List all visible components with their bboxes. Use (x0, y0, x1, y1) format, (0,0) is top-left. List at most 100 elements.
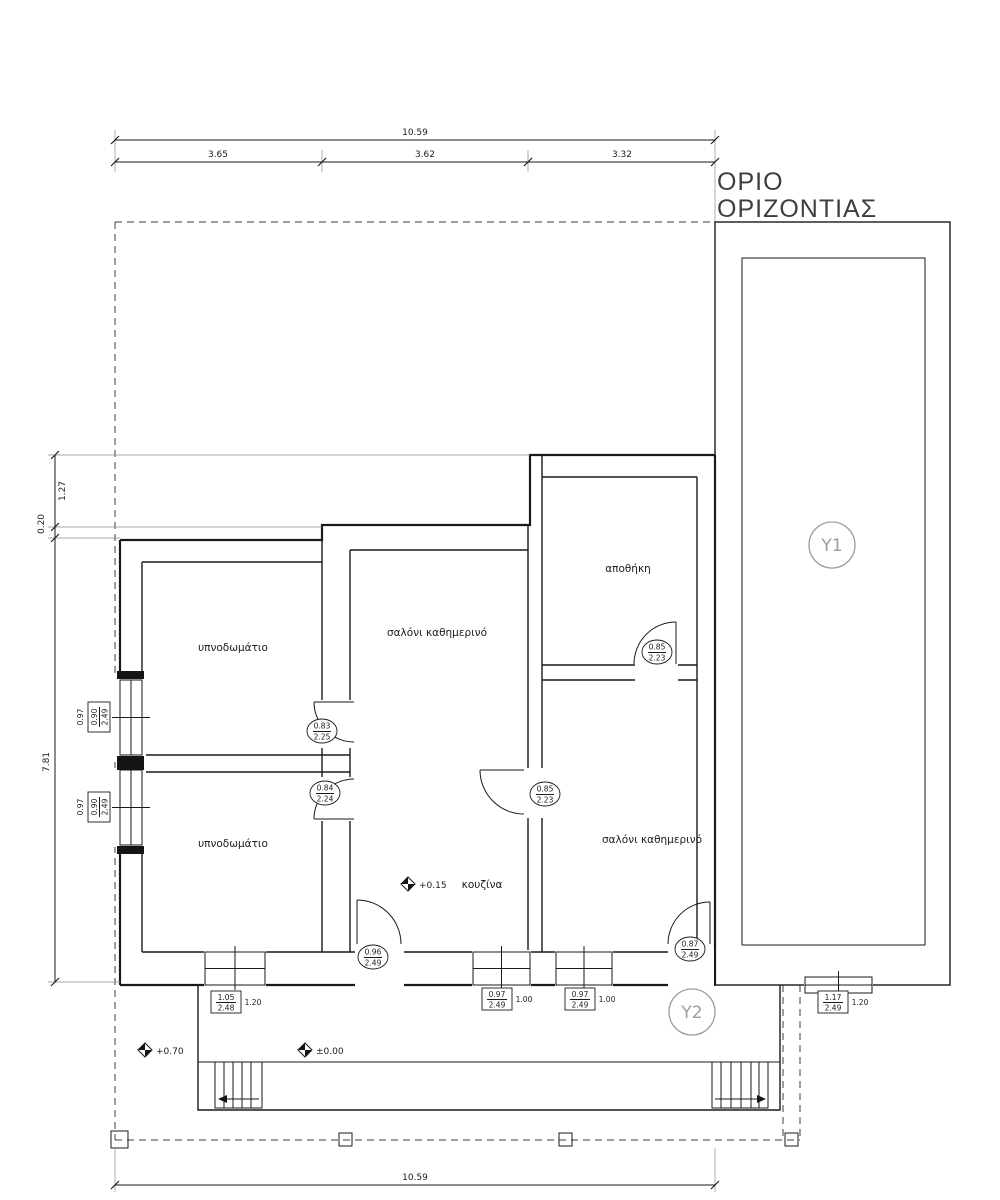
y1-inner-outline (741, 257, 926, 946)
room-label-bedroom1: υπνοδωμάτιο (198, 642, 268, 654)
window-1 (204, 946, 266, 990)
window-tag-height: 2.49 (101, 708, 110, 725)
window-tag-sill: 1.20 (852, 998, 869, 1007)
window-tag-width: 1.05 (218, 993, 235, 1002)
exterior-walls (118, 453, 717, 987)
door-tag-width: 0.85 (537, 785, 554, 794)
window-tags: 1.05 2.48 1.20 0.97 2.49 1.00 0.97 2.49 … (76, 701, 869, 1014)
dim-left-seg3: 7.81 (42, 752, 52, 772)
window-tag-height: 2.49 (825, 1004, 842, 1013)
dim-top-seg1: 3.65 (208, 150, 228, 160)
wall-openings (114, 659, 873, 992)
window-symbols (112, 671, 873, 999)
door-tag-4: 0.85 2.23 (529, 781, 561, 807)
door-tag-height: 2.49 (365, 959, 382, 968)
door-6 (667, 901, 711, 945)
room-label-living1: σαλόνι καθημερινό (387, 627, 487, 639)
y1-block: Y1 (714, 221, 951, 986)
level-marker-icon (400, 876, 416, 892)
window-tag-sill: 0.97 (76, 708, 85, 725)
door-tag-width: 0.85 (649, 643, 666, 652)
window-tag-2: 0.97 2.49 1.00 (481, 987, 533, 1011)
dim-left-seg1: 1.27 (58, 481, 68, 501)
window-tag-sill: 0.97 (76, 798, 85, 815)
window-tag-4: 1.17 2.49 1.20 (817, 990, 869, 1014)
window-tag-width: 0.97 (489, 990, 506, 999)
window-jamb (117, 756, 144, 764)
y1-outer-outline (714, 221, 951, 986)
door-4 (479, 769, 525, 815)
boundary-column-marker (558, 1132, 573, 1147)
side-window-tag-2: 0.90 2.49 0.97 (76, 791, 111, 823)
dim-tick (110, 135, 120, 145)
grid-bubble-y2 (668, 988, 716, 1036)
door-tag-2: 0.84 2.24 (309, 780, 341, 806)
dim-tick (710, 157, 720, 167)
level-value-entry: ±0.00 (316, 1047, 344, 1057)
grid-label-y1: Y1 (820, 536, 842, 556)
window-tag-height: 2.48 (218, 1004, 235, 1013)
door-tag-width: 0.87 (682, 940, 699, 949)
door-tag-3: 0.85 2.23 (641, 639, 673, 665)
room-label-storage: αποθήκη (605, 563, 651, 575)
grid-bubble-y1 (808, 521, 856, 569)
grid-label-y2: Y2 (680, 1003, 702, 1023)
door-tag-height: 2.49 (682, 951, 699, 960)
dim-tick (50, 977, 60, 987)
dim-tick (523, 157, 533, 167)
dim-tick (110, 157, 120, 167)
door-tag-5: 0.96 2.49 (357, 944, 389, 970)
door-tags: 0.83 2.25 0.84 2.24 0.85 2.23 0.85 2.23 … (306, 639, 706, 970)
door-tag-width: 0.83 (314, 722, 331, 731)
porch-outline (197, 985, 781, 1111)
dim-bottom-total: 10.59 (402, 1173, 428, 1183)
dim-tick (710, 135, 720, 145)
door-symbols (313, 621, 711, 945)
window-tag-sill: 1.00 (599, 995, 616, 1004)
level-value-interior: +0.15 (419, 881, 447, 891)
door-tag-width: 0.84 (317, 784, 334, 793)
door-tag-height: 2.25 (314, 733, 331, 742)
boundary-column-marker (784, 1132, 799, 1147)
stair-direction-arrow (218, 1095, 227, 1103)
window-jamb (117, 846, 144, 854)
room-label-living2: σαλόνι καθημερινό (602, 834, 702, 846)
door-tag-6: 0.87 2.49 (674, 936, 706, 962)
window-jamb (117, 762, 144, 770)
door-tag-height: 2.23 (537, 796, 554, 805)
level-marker-icon (297, 1042, 313, 1058)
window-jamb (117, 671, 144, 679)
boundary-label-line1: ΟΡΙΟ (717, 168, 784, 196)
exterior-wall-top (120, 453, 715, 542)
level-markers: +0.15 ±0.00 +0.70 (137, 876, 447, 1058)
door-tag-height: 2.24 (317, 795, 334, 804)
window-tag-height: 2.49 (572, 1001, 589, 1010)
dimension-chain-top: 10.59 3.65 3.62 3.32 (110, 128, 720, 222)
boundary-column-marker (338, 1132, 353, 1147)
dim-top-seg2: 3.62 (415, 150, 435, 160)
window-tag-3: 0.97 2.49 1.00 (564, 987, 616, 1011)
y2-marker: Y2 (668, 988, 716, 1036)
room-label-bedroom2: υπνοδωμάτιο (198, 838, 268, 850)
window-tag-width: 0.90 (90, 798, 99, 815)
door-tag-1: 0.83 2.25 (306, 718, 338, 744)
dim-tick (317, 157, 327, 167)
dim-top-total: 10.59 (402, 128, 428, 138)
window-2 (472, 946, 531, 990)
window-tag-1: 1.05 2.48 1.20 (210, 990, 262, 1014)
side-window-tag-1: 0.90 2.49 0.97 (76, 701, 111, 733)
dim-top-seg3: 3.32 (612, 150, 632, 160)
stair-left (214, 1061, 263, 1109)
door-tag-width: 0.96 (365, 948, 382, 957)
boundary-label-line2: ΟΡΙΖΟΝΤΙΑΣ (717, 195, 877, 223)
level-marker-icon (137, 1042, 153, 1058)
stair-right (711, 1061, 769, 1109)
door-5 (356, 899, 402, 945)
door-3 (633, 621, 677, 665)
dim-left-seg2: 0.20 (37, 514, 47, 534)
dim-tick (50, 533, 60, 543)
dim-tick (50, 522, 60, 532)
window-3 (555, 946, 613, 990)
